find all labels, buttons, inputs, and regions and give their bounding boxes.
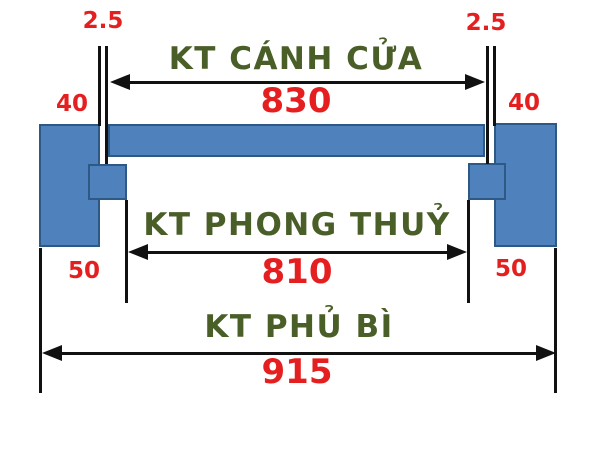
door-leaf-arrow-line	[128, 81, 467, 84]
left-gap-line-outer	[98, 46, 101, 126]
frame-depth-label-right: 50	[494, 256, 528, 282]
right-phongthuy-extension-line	[467, 200, 470, 303]
phong-thuy-arrowhead-right	[447, 244, 467, 260]
left-frame-stop	[88, 164, 127, 200]
phong-thuy-dimension-label: KT PHONG THUỶ	[143, 207, 451, 243]
right-gap-line-inner	[486, 46, 489, 164]
right-gap-line-outer	[493, 46, 496, 126]
left-outer-extension-line	[39, 248, 42, 393]
phong-thuy-dimension-value: 810	[261, 252, 333, 292]
right-frame-stop	[468, 163, 506, 200]
phong-thuy-arrow-line	[146, 251, 449, 254]
door-leaf-arrowhead-left	[110, 74, 130, 90]
frame-width-label-right: 40	[507, 90, 541, 116]
frame-width-label-left: 40	[55, 91, 89, 117]
door-leaf-dimension-label: KT CÁNH CỬA	[168, 41, 424, 77]
gap-label-right: 2.5	[465, 10, 507, 36]
overall-arrow-line	[60, 352, 536, 355]
door-panel	[108, 124, 485, 157]
door-leaf-arrowhead-right	[465, 74, 485, 90]
overall-arrowhead-left	[42, 345, 62, 361]
overall-arrowhead-right	[536, 345, 556, 361]
overall-dimension-value: 915	[261, 352, 333, 392]
left-gap-line-inner	[105, 46, 108, 164]
door-leaf-dimension-value: 830	[260, 81, 332, 121]
gap-label-left: 2.5	[82, 8, 124, 34]
frame-depth-label-left: 50	[67, 258, 101, 284]
left-phongthuy-extension-line	[125, 200, 128, 303]
overall-dimension-label: KT PHỦ BÌ	[204, 309, 394, 345]
right-outer-extension-line	[554, 248, 557, 393]
phong-thuy-arrowhead-left	[128, 244, 148, 260]
